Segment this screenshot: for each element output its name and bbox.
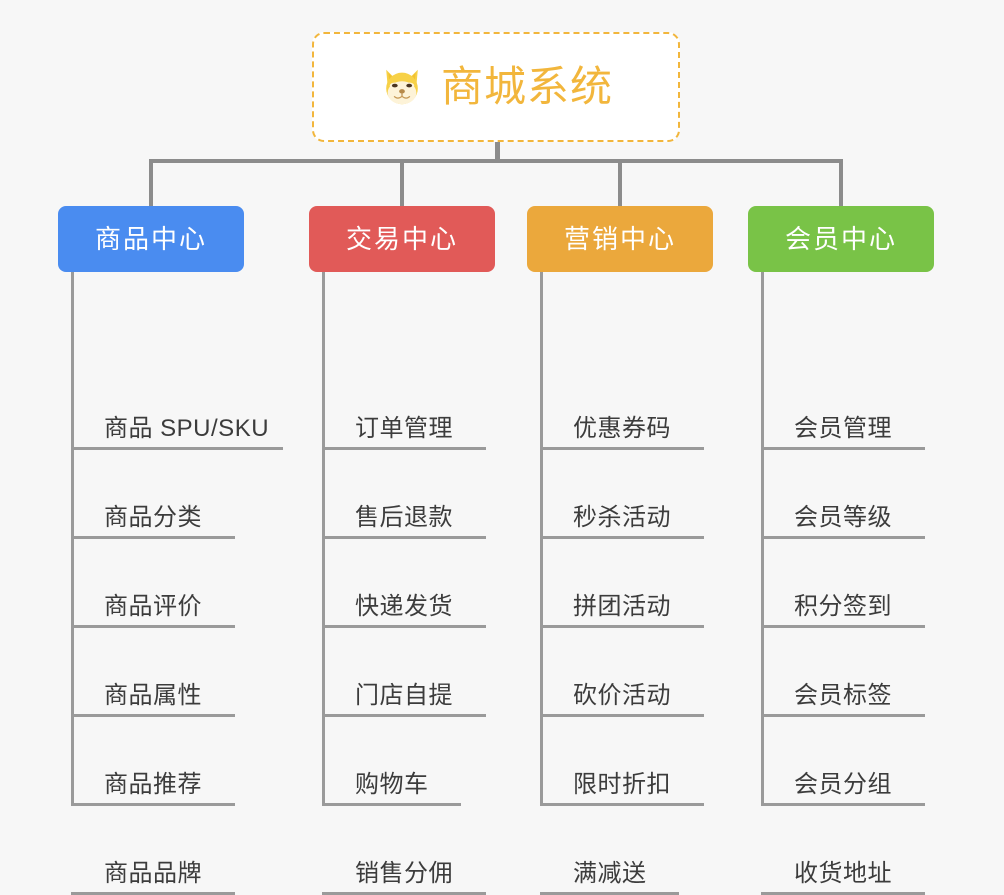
branch-spine-3 [540,272,543,806]
leaf-item[interactable]: 拼团活动 [540,539,704,628]
branch-spine-4 [761,272,764,806]
leaf-item[interactable]: 收货地址 [761,806,925,895]
leaf-item[interactable]: 会员管理 [761,361,925,450]
leaf-item-label: 限时折扣 [573,771,671,798]
leaf-item[interactable]: 商品分类 [71,450,235,539]
leaf-item[interactable]: 销售分佣 [322,806,486,895]
shiba-dog-face-icon [379,64,425,110]
connector-drop-1 [149,159,153,207]
leaf-item-label: 砍价活动 [573,682,671,709]
leaf-item[interactable]: 商品属性 [71,628,235,717]
leaf-item-label: 会员管理 [794,415,892,442]
leaf-item[interactable]: 会员标签 [761,628,925,717]
connector-root-stem [495,142,500,163]
branch-spine-2 [322,272,325,806]
leaf-item[interactable]: 砍价活动 [540,628,704,717]
leaf-item[interactable]: 会员等级 [761,450,925,539]
connector-horizontal-bar [149,159,843,163]
branch-header-4-label: 会员中心 [784,224,897,254]
leaf-item-label: 快递发货 [355,593,453,620]
leaf-item[interactable]: 会员分组 [761,717,925,806]
leaf-item[interactable]: 积分签到 [761,539,925,628]
leaf-item-label: 商品品牌 [104,860,202,887]
leaf-item-label: 满减送 [573,860,647,887]
leaf-item[interactable]: 满减送 [540,806,679,895]
connector-drop-4 [839,159,843,207]
branch-header-4[interactable]: 会员中心 [748,206,934,272]
leaf-item-label: 售后退款 [355,504,453,531]
leaf-item[interactable]: 商品 SPU/SKU [71,361,283,450]
leaf-item[interactable]: 商品品牌 [71,806,235,895]
leaf-item-label: 商品 SPU/SKU [104,415,270,442]
leaf-item-label: 购物车 [355,771,429,798]
leaf-item-label: 秒杀活动 [573,504,671,531]
leaf-item-label: 订单管理 [355,415,453,442]
mindmap-diagram: 商城系统 商品中心 商品 SPU/SKU 商品分类 商品评价 商品属性 商品推荐… [58,32,934,895]
branch-header-2[interactable]: 交易中心 [309,206,495,272]
branch-header-1-label: 商品中心 [94,224,207,254]
leaf-item-label: 商品评价 [104,593,202,620]
connector-drop-2 [400,159,404,207]
leaf-item[interactable]: 快递发货 [322,539,486,628]
leaf-item[interactable]: 订单管理 [322,361,486,450]
root-title: 商城系统 [440,63,613,110]
branch-header-3-label: 营销中心 [563,224,676,254]
branch-header-3[interactable]: 营销中心 [527,206,713,272]
leaf-item-label: 销售分佣 [355,860,453,887]
branch-spine-1 [71,272,74,806]
leaf-item-label: 商品推荐 [104,771,202,798]
leaf-item-label: 收货地址 [794,860,892,887]
branch-header-1[interactable]: 商品中心 [58,206,244,272]
branch-header-2-label: 交易中心 [345,224,458,254]
leaf-item[interactable]: 限时折扣 [540,717,704,806]
leaf-item[interactable]: 秒杀活动 [540,450,704,539]
leaf-item-label: 积分签到 [794,593,892,620]
leaf-item[interactable]: 购物车 [322,717,461,806]
leaf-item-label: 会员标签 [794,682,892,709]
leaf-item[interactable]: 门店自提 [322,628,486,717]
leaf-item[interactable]: 商品评价 [71,539,235,628]
leaf-item-label: 会员分组 [794,771,892,798]
leaf-item-label: 拼团活动 [573,593,671,620]
leaf-item-label: 商品分类 [104,504,202,531]
leaf-item-label: 会员等级 [794,504,892,531]
leaf-item[interactable]: 售后退款 [322,450,486,539]
leaf-item[interactable]: 优惠券码 [540,361,704,450]
leaf-item-label: 优惠券码 [573,415,671,442]
root-node[interactable]: 商城系统 [312,32,680,142]
connector-drop-3 [618,159,622,207]
leaf-item-label: 商品属性 [104,682,202,709]
leaf-item[interactable]: 商品推荐 [71,717,235,806]
leaf-item-label: 门店自提 [355,682,453,709]
